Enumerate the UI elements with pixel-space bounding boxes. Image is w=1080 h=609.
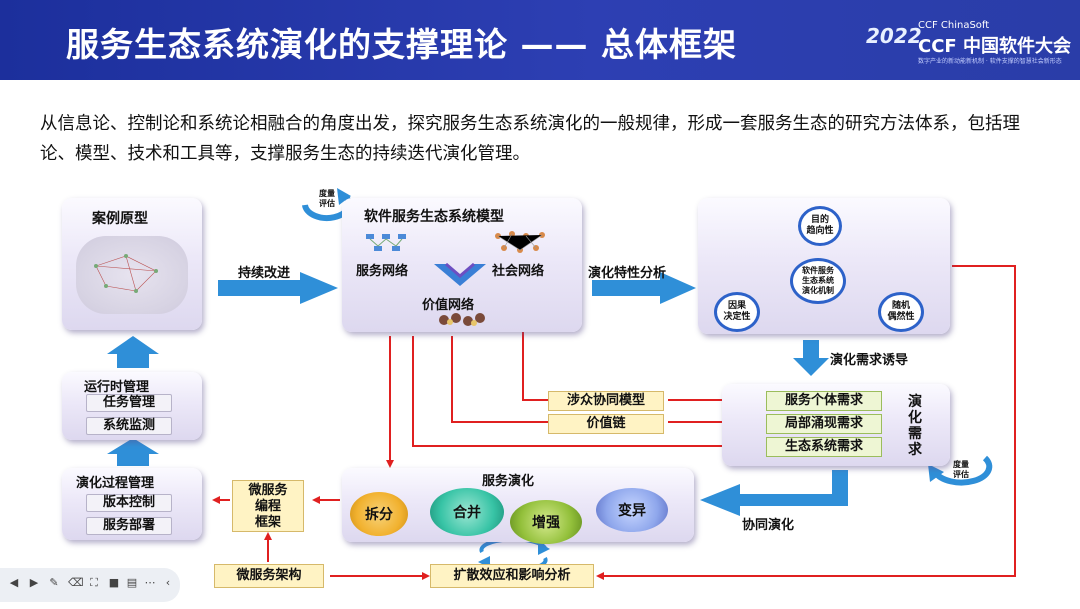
ccf-logo: 2022 CCF ChinaSoft CCF 中国软件大会 数字产业的新动能新机… <box>860 14 1071 70</box>
value-network-label: 价值网络 <box>422 298 475 313</box>
comment-icon[interactable]: ▤ <box>126 576 138 589</box>
demand-item: 生态系统需求 <box>766 437 882 457</box>
case-prototype-label: 案例原型 <box>92 211 148 227</box>
case-prototype-box: 案例原型 <box>62 198 202 330</box>
causal-node: 因果 决定性 <box>714 292 760 332</box>
service-network-label: 服务网络 <box>356 264 409 279</box>
back-icon[interactable]: ‹ <box>165 576 171 589</box>
evolution-analysis-label: 演化特性分析 <box>588 266 667 281</box>
eraser-icon[interactable]: ⌫ <box>68 576 84 589</box>
demand-item: 服务个体需求 <box>766 391 882 411</box>
microservice-framework-box: 微服务 编程 框架 <box>232 480 304 532</box>
intro-paragraph: 从信息论、控制论和系统论相融合的角度出发，探究服务生态系统演化的一般规律，形成一… <box>40 114 1020 164</box>
logo-year: 2022 <box>866 24 922 48</box>
pen-icon[interactable]: ✎ <box>49 576 59 589</box>
screenshot-icon[interactable]: ⛶ <box>90 576 98 589</box>
arrow-up-runtime <box>107 336 159 368</box>
arrow-demand-induce <box>793 340 829 376</box>
task-management-item: 任务管理 <box>86 394 172 412</box>
process-title: 演化过程管理 <box>76 476 155 491</box>
collab-evolution-label: 协同演化 <box>742 518 795 533</box>
camera-icon[interactable]: ■ <box>108 576 120 589</box>
mutate-gear: 变异 <box>596 488 668 532</box>
service-network-image <box>364 232 410 254</box>
runtime-management-box: 运行时管理 任务管理 系统监测 <box>62 372 202 440</box>
demand-induce-label: 演化需求诱导 <box>830 353 909 368</box>
value-network-icon <box>430 260 490 288</box>
enhance-label: 增强 <box>532 515 560 531</box>
arrow-continuous-improve <box>218 272 338 304</box>
microservice-arch-box: 微服务架构 <box>214 564 324 588</box>
evo-demand-label: 演化需求 <box>908 394 922 458</box>
ecosystem-model-box: 软件服务生态系统模型 服务网络 社会网络 价值网络 <box>342 198 582 332</box>
mutate-label: 变异 <box>618 503 646 519</box>
split-label: 拆分 <box>365 507 393 523</box>
runtime-title: 运行时管理 <box>84 380 150 395</box>
logo-sub-text: 数字产业的新动能新机制 · 软件支撑的智慧社会新形态 <box>918 58 1062 65</box>
mechanism-center: 软件服务 生态系统 演化机制 <box>790 258 846 304</box>
logo-main-text: CCF 中国软件大会 <box>918 36 1071 57</box>
presentation-toolbar: ◀ ▶ ✎ ⌫ ⛶ ■ ▤ ⋯ ‹ <box>0 568 180 602</box>
more-icon[interactable]: ⋯ <box>144 576 156 589</box>
merge-gear: 合并 <box>430 488 504 536</box>
random-node: 随机 偶然性 <box>878 292 924 332</box>
cycle-arrow-icon <box>928 455 993 486</box>
service-deploy-item: 服务部署 <box>86 517 172 535</box>
social-network-image <box>492 230 550 256</box>
demand-item: 局部涌现需求 <box>766 414 882 434</box>
arrow-collab-evolution <box>700 470 848 516</box>
metric-eval-top-label: 度量 评估 <box>319 189 335 208</box>
social-network-label: 社会网络 <box>492 264 545 279</box>
enhance-gear: 增强 <box>510 500 582 544</box>
case-network-image <box>76 236 188 314</box>
prev-icon[interactable]: ◀ <box>9 576 19 589</box>
purpose-node: 目的 趋向性 <box>798 206 842 246</box>
service-evolution-title: 服务演化 <box>482 474 535 489</box>
merge-label: 合并 <box>453 505 481 521</box>
logo-top-text: CCF ChinaSoft <box>918 20 990 31</box>
title-bar: 服务生态系统演化的支撑理论 —— 总体框架 2022 CCF ChinaSoft… <box>0 0 1080 80</box>
arrow-up-process <box>107 438 159 466</box>
diffusion-analysis-box: 扩散效应和影响分析 <box>430 564 594 588</box>
version-control-item: 版本控制 <box>86 494 172 512</box>
arrow-evolution-analysis <box>592 272 696 304</box>
next-icon[interactable]: ▶ <box>29 576 39 589</box>
split-gear: 拆分 <box>350 492 408 536</box>
system-monitor-item: 系统监测 <box>86 417 172 435</box>
stakeholder-model-box: 涉众协同模型 <box>548 391 664 411</box>
value-network-image <box>438 310 490 328</box>
metric-eval-right-label: 度量 评估 <box>953 460 969 479</box>
process-management-box: 演化过程管理 版本控制 服务部署 <box>62 468 202 540</box>
model-title: 软件服务生态系统模型 <box>364 209 504 225</box>
page-title: 服务生态系统演化的支撑理论 —— 总体框架 <box>66 25 737 64</box>
continuous-improve-label: 持续改进 <box>238 266 291 281</box>
value-chain-box: 价值链 <box>548 414 664 434</box>
